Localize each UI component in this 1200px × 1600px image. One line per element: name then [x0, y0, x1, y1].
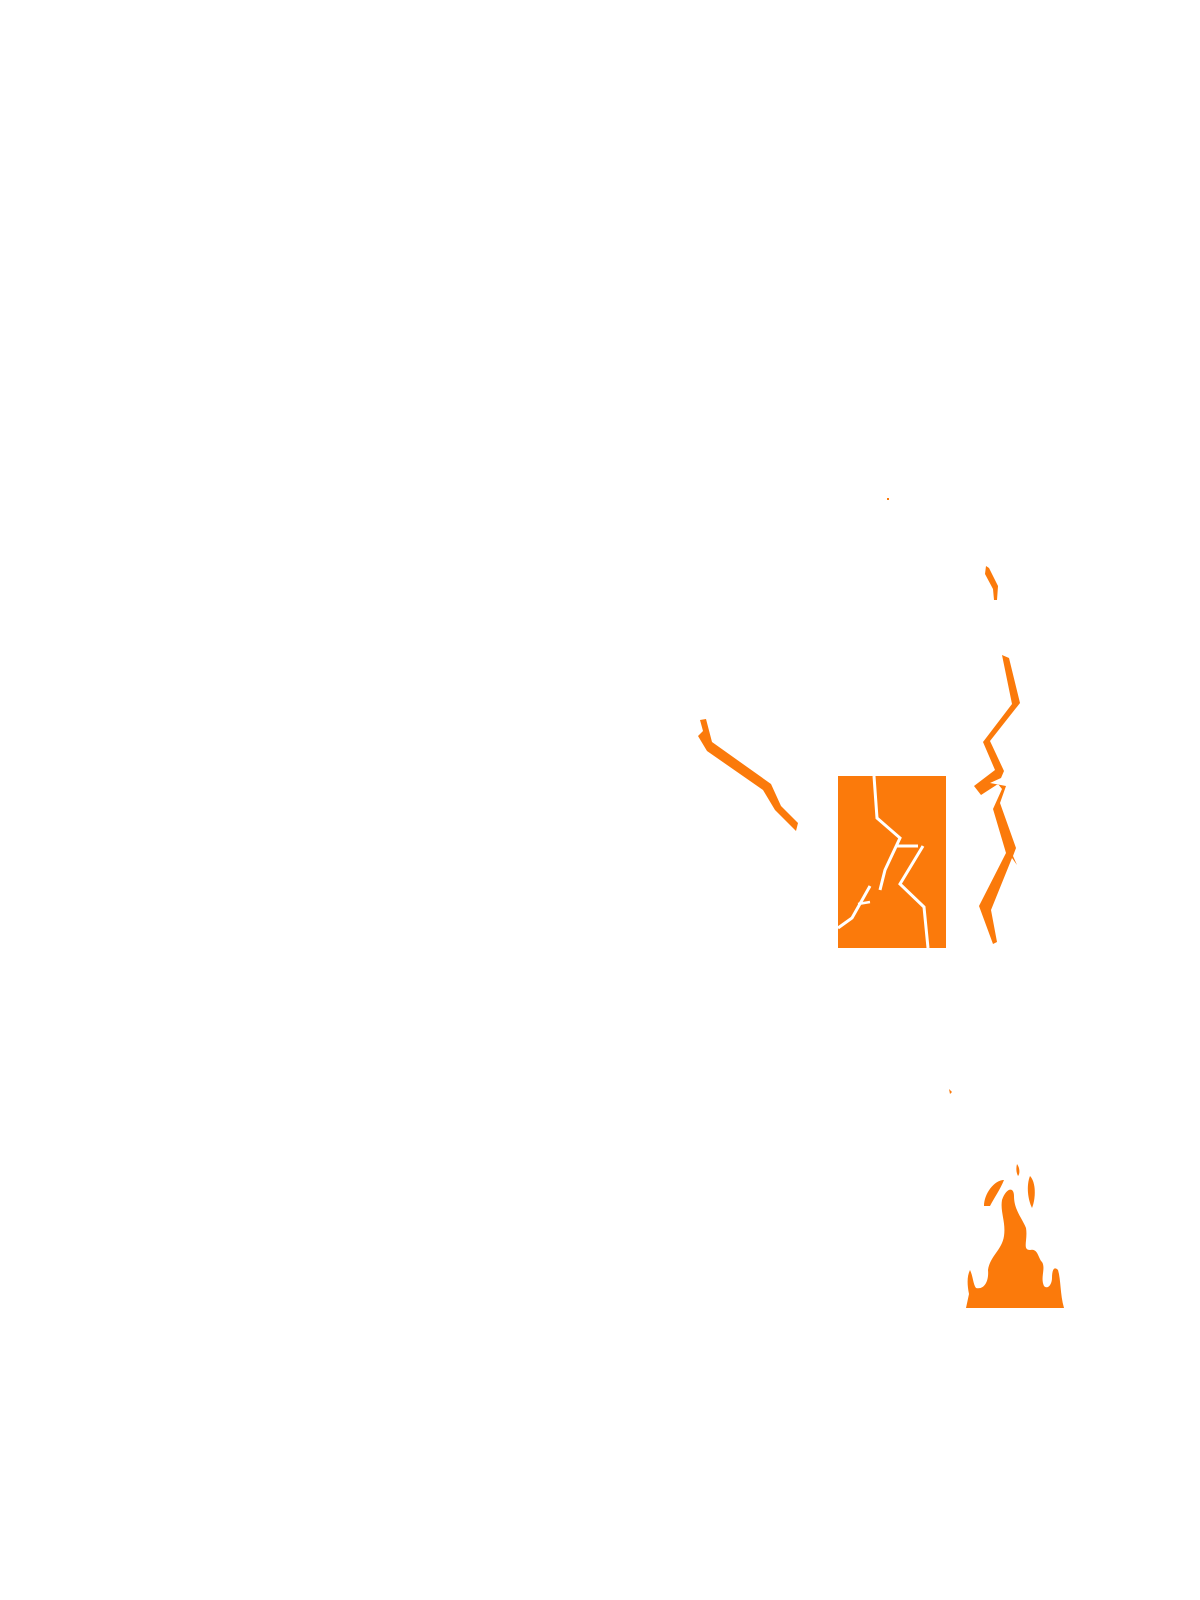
orange-speck-middle: [949, 1089, 952, 1094]
flame-body: [966, 1189, 1064, 1308]
flame-tongue-right: [1027, 1176, 1035, 1208]
flame-tongue-left: [984, 1180, 1004, 1206]
lightning-bolt-icon: [974, 655, 1020, 944]
lightning-fragment-top: [985, 566, 998, 600]
crack-line-small: [857, 900, 871, 906]
flame-tip: [1016, 1164, 1020, 1176]
orange-speck-top: [887, 498, 889, 500]
cracked-panel-icon: [837, 775, 946, 949]
cracked-panel-fill: [838, 776, 946, 948]
crack-line-main: [872, 775, 902, 891]
crack-line-right: [898, 845, 930, 949]
diagonal-crack-left: [698, 719, 798, 831]
flame-icon: [966, 1164, 1064, 1308]
crack-line-left: [837, 885, 872, 930]
